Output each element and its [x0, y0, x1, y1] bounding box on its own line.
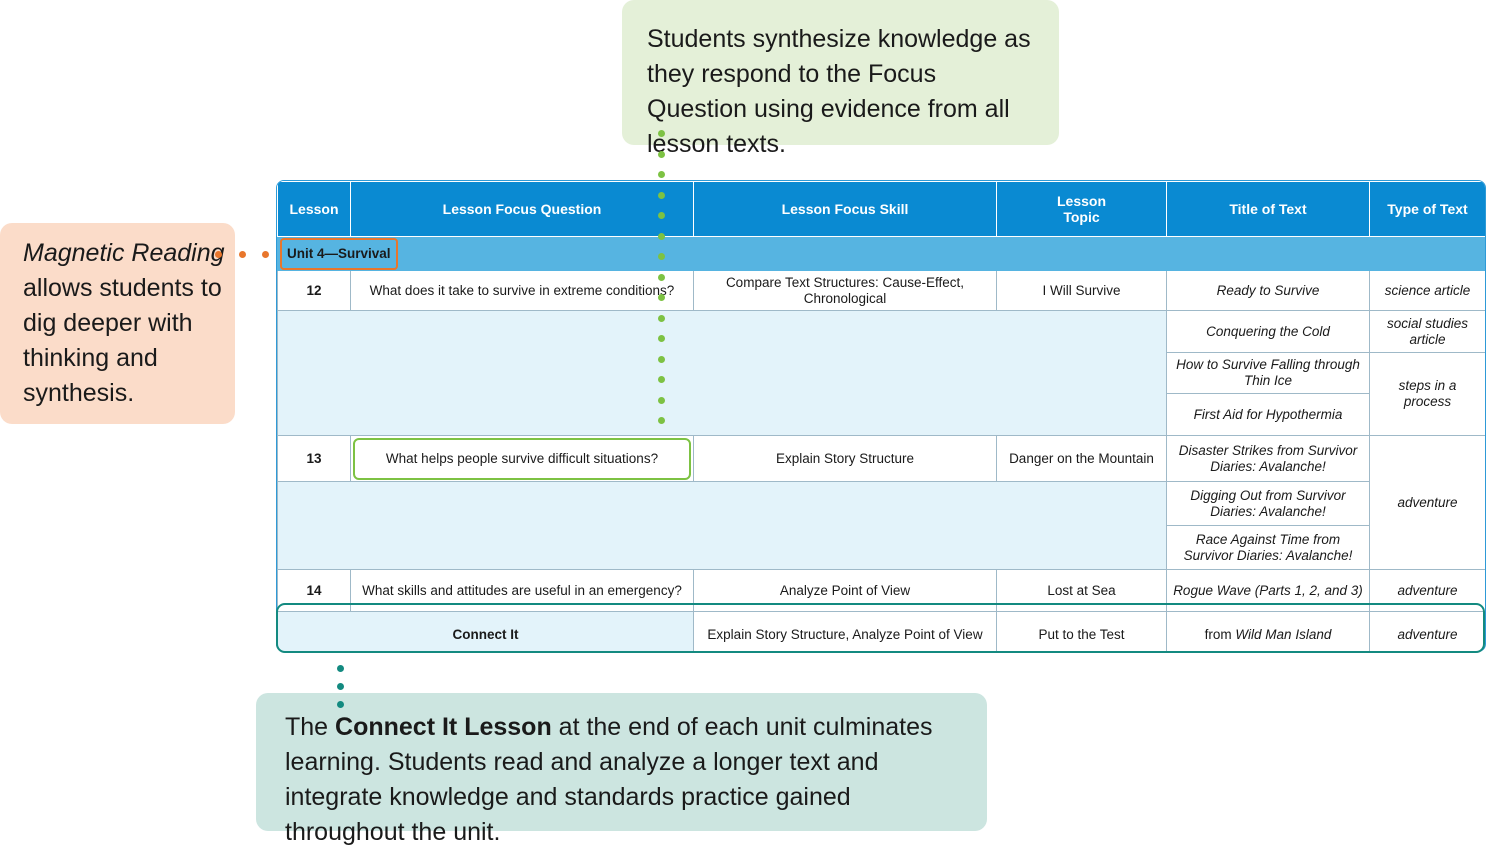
text-title-italic: Wild Man Island — [1235, 626, 1332, 642]
green-connector-dot — [658, 417, 665, 424]
connect-it-callout: The Connect It Lesson at the end of each… — [256, 693, 987, 846]
focus-question-cell: What helps people survive difficult situ… — [350, 435, 694, 482]
text-type: adventure — [1369, 435, 1485, 570]
green-connector-dot — [658, 233, 665, 240]
connect-it-label: Connect It — [277, 611, 694, 651]
magnetic-reading-callout: Magnetic Reading allows students to dig … — [0, 223, 235, 424]
lesson-table: Lesson Lesson Focus Question Lesson Focu… — [276, 180, 1486, 652]
green-connector-dot — [658, 397, 665, 404]
green-connector-dot — [658, 294, 665, 301]
synthesis-callout-text: Students synthesize knowledge as they re… — [647, 25, 1031, 158]
focus-skill: Explain Story Structure, Analyze Point o… — [693, 611, 997, 651]
text-type: social studies article — [1369, 310, 1485, 353]
magnetic-reading-text: allows students to dig deeper with think… — [23, 274, 222, 407]
lesson-number: 14 — [277, 569, 351, 612]
text-title: How to Survive Falling through Thin Ice — [1166, 352, 1370, 394]
lesson-topic: Danger on the Mountain — [996, 435, 1167, 482]
focus-question: What does it take to survive in extreme … — [350, 270, 694, 311]
table-row: Conquering the Cold social studies artic… — [277, 310, 1485, 436]
table-header-row: Lesson Lesson Focus Question Lesson Focu… — [277, 181, 1485, 237]
table-row: How to Survive Falling through Thin Ice … — [278, 352, 1485, 436]
green-connector-dot — [658, 356, 665, 363]
header-title-of-text: Title of Text — [1166, 181, 1370, 237]
text-title: Conquering the Cold — [1166, 310, 1370, 353]
lesson-number: 13 — [277, 435, 351, 482]
text-title: Digging Out from Survivor Diaries: Avala… — [1166, 481, 1370, 526]
text-title: Ready to Survive — [1166, 270, 1370, 311]
connect-it-callout-bold: Connect It Lesson — [335, 713, 552, 741]
header-type-of-text: Type of Text — [1369, 181, 1485, 237]
teal-connector-dot — [337, 683, 344, 690]
unit-label: Unit 4—Survival — [280, 237, 398, 270]
header-focus-skill: Lesson Focus Skill — [693, 181, 997, 237]
green-connector-dot — [658, 151, 665, 158]
focus-question-highlighted: What helps people survive difficult situ… — [353, 437, 691, 480]
table-row: 12 What does it take to survive in extre… — [277, 270, 1485, 311]
table-row: First Aid for Hypothermia — [278, 393, 1486, 436]
header-focus-question: Lesson Focus Question — [350, 181, 694, 237]
focus-question: What skills and attitudes are useful in … — [350, 569, 694, 612]
header-topic-line1: Lesson — [1056, 193, 1106, 209]
orange-connector-dot — [262, 251, 269, 258]
table-row: Race Against Time from Survivor Diaries:… — [278, 525, 1486, 570]
lesson-topic: Put to the Test — [996, 611, 1167, 651]
text-title: Race Against Time from Survivor Diaries:… — [1166, 525, 1370, 570]
table-row: 14 What skills and attitudes are useful … — [277, 569, 1485, 612]
green-connector-dot — [658, 335, 665, 342]
lesson-13-blank — [277, 481, 1167, 570]
unit-row: Unit 4—Survival — [277, 236, 1485, 271]
focus-skill: Compare Text Structures: Cause-Effect, C… — [693, 270, 997, 311]
focus-skill: Explain Story Structure — [693, 435, 997, 482]
text-type: steps in a process — [1369, 352, 1485, 436]
header-lesson: Lesson — [277, 181, 351, 237]
green-connector-dot — [658, 376, 665, 383]
connect-it-callout-post: at the end of each unit culminates learn… — [285, 713, 933, 846]
connect-it-row: Connect It Explain Story Structure, Anal… — [277, 611, 1485, 651]
synthesis-callout: Students synthesize knowledge as they re… — [622, 0, 1059, 158]
magnetic-reading-name: Magnetic Reading — [23, 239, 225, 267]
green-connector-dot — [658, 212, 665, 219]
table-row: Digging Out from Survivor Diaries: Avala… — [277, 481, 1486, 570]
header-topic-line2: Topic — [1063, 209, 1100, 225]
text-title: Rogue Wave (Parts 1, 2, and 3) — [1166, 569, 1370, 612]
orange-connector-dot — [239, 251, 246, 258]
text-type: science article — [1369, 270, 1485, 311]
lesson-12-blank — [277, 310, 1167, 436]
green-connector-dot — [658, 171, 665, 178]
text-type: adventure — [1369, 569, 1485, 612]
text-title: from Wild Man Island — [1166, 611, 1370, 651]
lesson-topic: Lost at Sea — [996, 569, 1167, 612]
text-title: First Aid for Hypothermia — [1166, 393, 1370, 436]
teal-connector-dot — [337, 665, 344, 672]
lesson-topic: I Will Survive — [996, 270, 1167, 311]
lesson-number: 12 — [277, 270, 351, 311]
text-title-prefix: from — [1204, 626, 1236, 642]
green-connector-dot — [658, 253, 665, 260]
green-connector-dot — [658, 130, 665, 137]
connect-it-callout-pre: The — [285, 713, 336, 741]
text-type: adventure — [1369, 611, 1485, 651]
green-connector-dot — [658, 274, 665, 281]
text-title: Disaster Strikes from Survivor Diaries: … — [1166, 435, 1370, 482]
focus-skill: Analyze Point of View — [693, 569, 997, 612]
orange-connector-dot — [215, 251, 222, 258]
green-connector-dot — [658, 192, 665, 199]
green-connector-dot — [658, 315, 665, 322]
table-row: 13 What helps people survive difficult s… — [277, 435, 1485, 570]
teal-connector-dot — [337, 701, 344, 708]
